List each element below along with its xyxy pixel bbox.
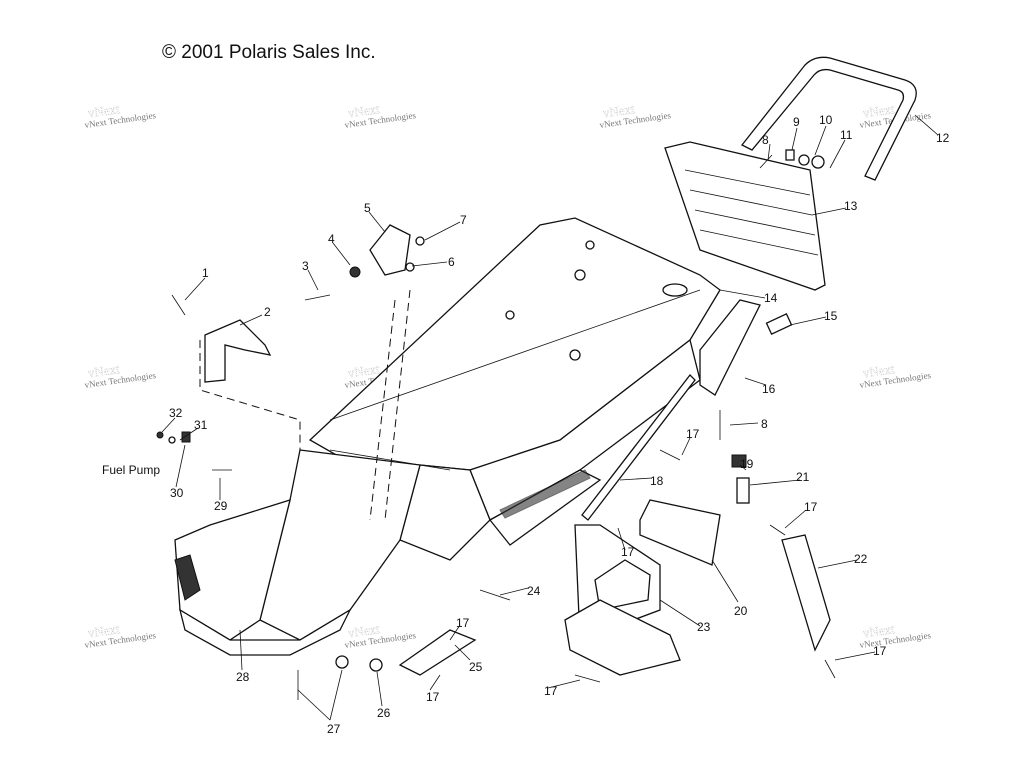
copyright-notice: © 2001 Polaris Sales Inc. [162,42,376,63]
svg-text:vNext: vNext [862,361,896,380]
callout-6: 6 [448,255,455,269]
leader-lines [161,114,939,721]
washer-31 [168,436,176,444]
callout-17d: 17 [456,616,470,630]
plate-25 [398,629,477,676]
callout-26: 26 [377,706,391,720]
part-19 [731,454,747,468]
rear-bracket [699,299,761,396]
callout-11: 11 [840,128,853,142]
fasteners [171,149,836,700]
chassis-tunnel [174,217,721,656]
assembly-line [199,340,301,450]
callout-25: 25 [469,660,483,674]
callout-20: 20 [734,604,748,618]
callout-8: 8 [762,133,769,147]
callout-14: 14 [764,291,778,305]
plate-20 [639,499,721,566]
bracket-2 [204,319,272,383]
mount-5 [369,224,411,276]
callout-32: 32 [169,406,183,420]
callout-13: 13 [844,199,858,213]
callout-5: 5 [364,201,371,215]
block-15 [765,313,793,335]
callout-18: 18 [650,474,664,488]
svg-text:vNext: vNext [347,361,381,380]
rear-bumper [740,56,917,181]
callout-27: 27 [327,722,341,736]
svg-text:vNext: vNext [87,361,121,380]
callout-16: 16 [762,382,776,396]
nut-32 [156,431,164,439]
callout-29: 29 [214,499,228,513]
svg-text:vNext: vNext [87,621,121,640]
callout-9: 9 [793,115,800,129]
snowflap [664,141,826,291]
assembly-line [369,299,396,521]
callout-31: 31 [194,418,208,432]
callout-8b: 8 [761,417,768,431]
part-30 [181,431,191,443]
callout-7: 7 [460,213,467,227]
callout-17c: 17 [621,545,635,559]
callout-17b: 17 [804,500,818,514]
callout-10: 10 [819,113,833,127]
plate-22 [781,534,831,652]
callout-17g: 17 [873,644,887,658]
callout-3: 3 [302,259,309,273]
svg-text:vNext: vNext [87,101,121,120]
slide-rail [581,374,696,521]
svg-text:vNext: vNext [347,101,381,120]
callout-30: 30 [170,486,184,500]
callout-15: 15 [824,309,838,323]
callout-19: 19 [740,457,754,471]
callout-1: 1 [202,266,209,280]
callout-4: 4 [328,232,335,246]
callout-24: 24 [527,584,541,598]
callout-17f: 17 [544,684,558,698]
callout-23: 23 [697,620,711,634]
callout-28: 28 [236,670,250,684]
callout-2: 2 [264,305,271,319]
callouts: 1 2 3 4 5 6 7 8 9 10 11 12 13 14 15 16 8… [102,113,950,736]
svg-text:vNext: vNext [602,101,636,120]
svg-text:vNext: vNext [862,101,896,120]
part-21 [736,477,750,504]
callout-17: 17 [686,427,700,441]
plate-lower [564,599,681,676]
callout-21: 21 [796,470,810,484]
callout-12: 12 [936,131,950,145]
callout-17e: 17 [426,690,440,704]
callout-22: 22 [854,552,868,566]
svg-text:vNext: vNext [862,621,896,640]
fuel-pump-label: Fuel Pump [102,463,160,477]
svg-text:vNext: vNext [347,621,381,640]
